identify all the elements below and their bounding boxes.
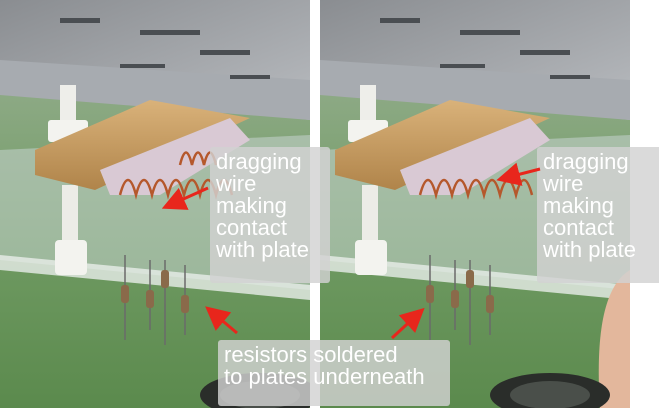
callout-line: contact — [543, 215, 614, 240]
callout-line: making — [543, 193, 614, 218]
callout-line: resistors soldered — [224, 342, 398, 367]
callout-line: to plates underneath — [224, 364, 425, 389]
callout-resistors: resistors soldered to plates underneath — [218, 340, 450, 406]
callout-line: making — [216, 193, 287, 218]
callout-dragging-wire-left: dragging wire making contact with plate — [210, 147, 330, 283]
callout-line: with plate — [543, 237, 636, 262]
callout-line: with plate — [216, 237, 309, 262]
callout-line: wire — [543, 171, 584, 196]
callout-line: dragging — [216, 149, 302, 174]
callout-line: contact — [216, 215, 287, 240]
callout-line: wire — [216, 171, 257, 196]
callout-line: dragging — [543, 149, 629, 174]
callout-dragging-wire-right: dragging wire making contact with plate — [537, 147, 659, 283]
